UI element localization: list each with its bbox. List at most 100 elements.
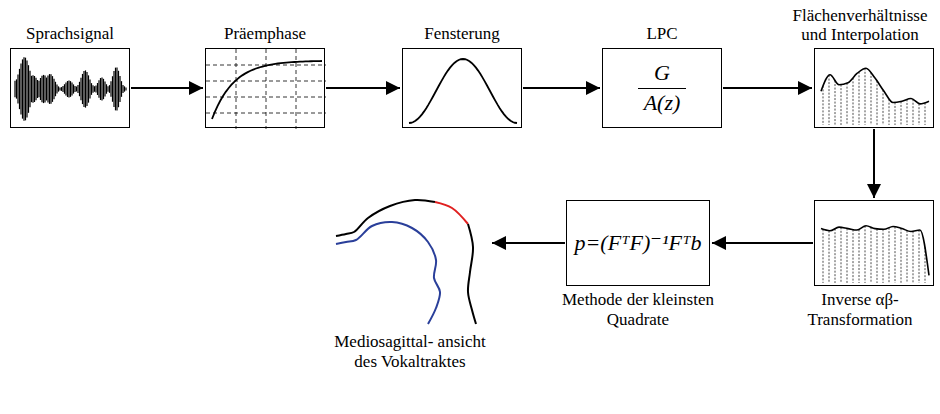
waveform-stroke [121,81,122,97]
hatch-line [865,226,866,283]
waveform-stroke [98,80,99,98]
waveform-stroke [61,87,62,91]
waveform-stroke [89,79,90,98]
hatch-line [871,72,872,125]
waveform-stroke [91,83,92,95]
illustration [206,49,324,127]
flow-arrow [131,87,203,89]
waveform-stroke [31,76,32,102]
step-label: Methode der kleinsten Quadrate [550,290,725,329]
center-area [330,192,490,327]
formula-denominator: A(z) [644,89,681,116]
center-area [11,49,129,127]
hatch-line [901,228,902,283]
hatch-line [889,99,890,125]
waveform-stroke [125,87,126,90]
waveform-stroke [43,75,44,103]
waveform-stroke [122,85,123,93]
area-curve [821,68,929,104]
hatch-line [835,81,836,125]
hatch-line [841,85,842,125]
hatch-line [853,78,854,125]
text-holder: LPC [646,24,677,44]
waveform-stroke [35,78,36,101]
waveform-stroke [80,78,81,100]
palate-contour [336,200,435,236]
least-squares-box: p=(FᵀF)⁻¹FᵀbMethode der kleinsten Quadra… [566,200,710,286]
step-label: Sprachsignal [26,24,114,44]
waveform-stroke [37,80,38,98]
waveform-stroke [92,85,93,92]
waveform-stroke [34,76,35,102]
hatch-line [877,81,878,125]
waveform-stroke [109,85,110,93]
waveform-stroke [28,65,29,113]
lpc-box: GA(z)LPC [602,48,722,128]
preemphasis-box: Präemphase [205,48,325,128]
waveform-stroke [47,75,48,102]
waveform-stroke [83,71,84,107]
step-label: Präemphase [224,24,306,44]
waveform-stroke [29,71,30,107]
center-area [815,201,933,285]
step-label: Mediosagittal- ansicht des Vokaltraktes [323,332,498,371]
center-area [403,49,521,127]
step-label: Inverse αβ- Transformation [785,290,935,329]
waveform-stroke [14,81,15,98]
flow-arrow [723,87,812,89]
waveform-stroke [32,75,33,102]
hatch-line [895,102,896,125]
hatch-line [829,231,830,283]
waveform-stroke [100,78,101,100]
flow-arrow [492,242,565,244]
text-holder: p=(FᵀF)⁻¹Fᵀb [574,230,701,256]
hatch-line [925,103,926,125]
waveform-stroke [118,71,119,107]
waveform-stroke [103,79,104,99]
waveform-stroke [71,83,72,96]
window-curve [409,59,517,123]
waveform-stroke [23,57,24,120]
inverse-transform-box: Inverse αβ- Transformation [814,200,934,286]
speech-signal-box: Sprachsignal [10,48,130,128]
waveform-stroke [113,71,114,107]
formula-numerator: G [638,60,686,88]
text-holder: A(z) [644,89,681,116]
hatch-line [913,231,914,283]
waveform-stroke [95,86,96,93]
flow-arrow [873,129,875,198]
waveform-stroke [17,74,18,103]
window-box: Fensterung [402,48,522,128]
center-area [206,49,324,127]
waveform-stroke [82,74,83,104]
hatch-line [853,230,854,283]
waveform-stroke [41,76,42,102]
grid-line [206,81,326,82]
text-holder: Präemphase [224,24,306,44]
hatch-line [895,227,896,283]
text-holder: Sprachsignal [26,24,114,44]
waveform-stroke [67,81,68,97]
waveform-stroke [25,58,26,121]
hatch-line [859,72,860,125]
waveform-stroke [107,86,108,91]
waveform-stroke [19,69,20,109]
waveform-stroke [116,68,117,111]
illustration [11,49,129,127]
flow-arrow [326,87,400,89]
waveform-stroke [115,68,116,111]
waveform-stroke [124,86,125,91]
hatch-line [847,83,848,125]
waveform-stroke [73,84,74,93]
waveform-stroke [74,86,75,92]
waveform-stroke [112,76,113,102]
waveform-stroke [22,59,23,118]
waveform-stroke [59,88,60,91]
flow-arrow [712,242,813,244]
waveform-stroke [40,78,41,100]
waveform-stroke [97,83,98,95]
waveform-stroke [53,79,54,99]
waveform-stroke [101,78,102,101]
hatch-line [823,229,824,283]
step-label: Fensterung [424,24,500,44]
